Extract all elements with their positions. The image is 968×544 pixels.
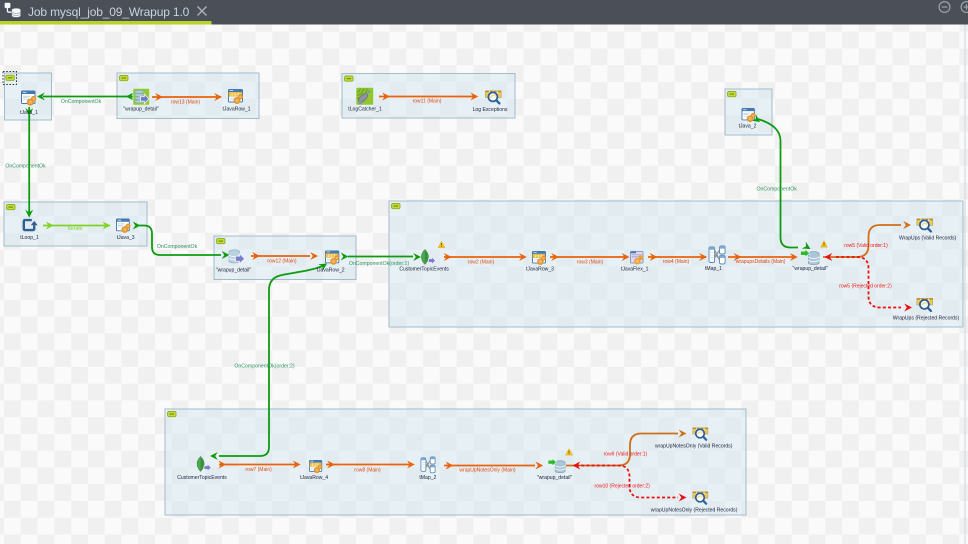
svg-text:Iterate: Iterate	[68, 226, 83, 232]
svg-text:"wrapup_detail": "wrapup_detail"	[123, 107, 159, 113]
svg-text:row11 (Main): row11 (Main)	[413, 99, 442, 105]
svg-text:row5 (Valid order:1): row5 (Valid order:1)	[844, 243, 888, 249]
svg-text:tMap_1: tMap_1	[705, 266, 722, 272]
svg-text:row4 (Main): row4 (Main)	[663, 259, 690, 265]
svg-text:OnComponentOk: OnComponentOk	[757, 186, 798, 192]
svg-text:Log Exceptions: Log Exceptions	[473, 107, 508, 113]
svg-text:tJava_2: tJava_2	[739, 123, 757, 129]
svg-text:OnComponentOk(order:2): OnComponentOk(order:2)	[234, 363, 295, 369]
svg-text:wrapupsDetails (Main): wrapupsDetails (Main)	[736, 259, 786, 265]
svg-text:tJavaRow_3: tJavaRow_3	[526, 266, 554, 272]
svg-text:tMap_2: tMap_2	[419, 475, 436, 481]
svg-text:OnComponentOk: OnComponentOk	[61, 99, 102, 105]
svg-text:tJavaRow_2: tJavaRow_2	[317, 267, 345, 273]
svg-text:row9 (Valid order:1): row9 (Valid order:1)	[604, 451, 648, 457]
svg-text:tJava_1: tJava_1	[20, 110, 38, 116]
svg-text:tLoop_1: tLoop_1	[20, 235, 39, 241]
svg-text:"wrapup_detail": "wrapup_detail"	[537, 475, 573, 481]
svg-text:WrapUps (Rejected Records): WrapUps (Rejected Records)	[893, 316, 960, 322]
svg-text:CustomerTopicEvents: CustomerTopicEvents	[177, 475, 227, 481]
svg-text:Job mysql_job_09_Wrapup 1.0: Job mysql_job_09_Wrapup 1.0	[28, 5, 190, 19]
svg-text:OnComponentOk(order:1): OnComponentOk(order:1)	[349, 261, 410, 267]
svg-text:row8 (Main): row8 (Main)	[354, 468, 381, 474]
svg-text:tLogCatcher_1: tLogCatcher_1	[348, 107, 382, 113]
svg-text:wrapUpNotesOnly (Valid Records: wrapUpNotesOnly (Valid Records)	[655, 443, 733, 449]
svg-text:"wrapup_detail": "wrapup_detail"	[793, 266, 829, 272]
svg-text:row2 (Main): row2 (Main)	[468, 259, 495, 265]
svg-text:wrapUpNotesOnly (Rejected Reco: wrapUpNotesOnly (Rejected Records)	[651, 508, 738, 514]
svg-text:tJavaFlex_1: tJavaFlex_1	[621, 266, 649, 272]
svg-text:tJava_3: tJava_3	[117, 235, 135, 241]
svg-text:row10 (Rejected order:2): row10 (Rejected order:2)	[595, 484, 651, 490]
svg-text:row13 (Main): row13 (Main)	[171, 99, 201, 105]
svg-text:row12 (Main): row12 (Main)	[267, 259, 297, 265]
svg-text:row7 (Main): row7 (Main)	[245, 467, 272, 473]
svg-text:WrapUps (Valid Records): WrapUps (Valid Records)	[899, 235, 957, 241]
svg-text:"wrapup_detail": "wrapup_detail"	[216, 267, 252, 273]
svg-text:wrapUpNotesOnly (Main): wrapUpNotesOnly (Main)	[459, 468, 515, 474]
svg-text:OnComponentOk: OnComponentOk	[5, 164, 46, 170]
svg-text:CustomerTopicEvents: CustomerTopicEvents	[399, 266, 449, 272]
svg-text:row5 (Rejected order:2): row5 (Rejected order:2)	[839, 283, 892, 289]
svg-text:tJavaRow_4: tJavaRow_4	[300, 475, 328, 481]
svg-text:OnComponentOk: OnComponentOk	[157, 244, 198, 250]
svg-text:row3 (Main): row3 (Main)	[577, 259, 604, 265]
svg-text:tJavaRow_1: tJavaRow_1	[222, 107, 250, 113]
